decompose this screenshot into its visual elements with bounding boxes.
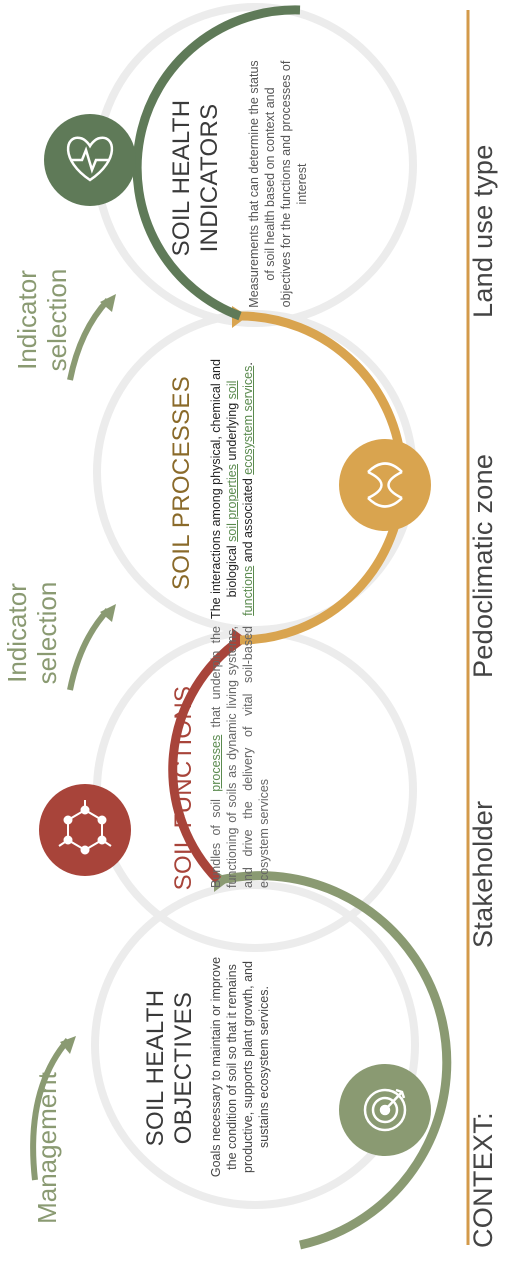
- functions-desc-part: Bundles of soil: [209, 791, 223, 888]
- selection1-arrowhead: [100, 604, 116, 622]
- processes-description: The interactions among physical, chemica…: [208, 355, 256, 623]
- indicators-title-line2: INDICATORS: [196, 103, 223, 253]
- selection1-label-line2: selection: [32, 581, 62, 685]
- cycle-arrows-icon: [367, 462, 403, 508]
- processes-title: SOIL PROCESSES: [168, 375, 195, 591]
- target-icon: [363, 1088, 407, 1132]
- selection1-arrow: [67, 607, 111, 691]
- processes-icon-circle: [339, 439, 431, 531]
- selection1-label-line1: Indicator: [2, 583, 32, 683]
- selection2-arrow: [67, 297, 111, 381]
- processes-desc-part: underlying: [225, 399, 239, 464]
- context-item-stakeholder: Stakeholder: [468, 800, 498, 948]
- indicators-title-line1: SOIL HEALTH: [168, 99, 195, 257]
- heart-pulse-icon: [66, 136, 114, 182]
- molecule-icon: [58, 800, 112, 855]
- management-arrowhead: [60, 1036, 76, 1054]
- processes-desc-part: and associated: [241, 474, 255, 566]
- objectives-title-line2: OBJECTIVES: [170, 991, 197, 1145]
- selection2-label-line1: Indicator: [12, 270, 42, 370]
- selection2-arrowhead: [100, 294, 116, 312]
- indicators-description: Measurements that can determine the stat…: [247, 60, 309, 308]
- soil-properties-link[interactable]: soil properties: [225, 463, 239, 542]
- selection2-label: Indicator selection: [12, 245, 72, 395]
- management-arrow: [30, 1038, 71, 1181]
- indicators-arc: [132, 5, 301, 321]
- processes-desc-part: .: [241, 362, 255, 366]
- indicators-title: SOIL HEALTH INDICATORS: [168, 78, 224, 278]
- functions-icon-circle: [39, 784, 131, 876]
- context-item-land-use-type: Land use type: [468, 144, 498, 318]
- selection1-label: Indicator selection: [2, 558, 62, 708]
- functions-title: SOIL FUNCTIONS: [170, 685, 197, 891]
- functions-description: Bundles of soil processes that underpin …: [208, 626, 272, 888]
- selection2-label-line2: selection: [42, 268, 72, 372]
- context-label: CONTEXT:: [468, 1112, 498, 1248]
- processes-link[interactable]: processes: [209, 734, 223, 792]
- objectives-description: Goals necessary to maintain or improve t…: [209, 956, 271, 1178]
- objectives-title-line1: SOIL HEALTH: [142, 989, 169, 1147]
- objectives-title: SOIL HEALTH OBJECTIVES: [142, 978, 198, 1158]
- context-item-pedoclimatic-zone: Pedoclimatic zone: [468, 453, 498, 678]
- functions-arc: [168, 636, 243, 884]
- objectives-ring: [91, 881, 419, 1209]
- objectives-arc: [219, 871, 452, 1250]
- ecosystem-services-link[interactable]: ecosystem services: [241, 365, 255, 475]
- management-label: Management: [32, 1072, 62, 1224]
